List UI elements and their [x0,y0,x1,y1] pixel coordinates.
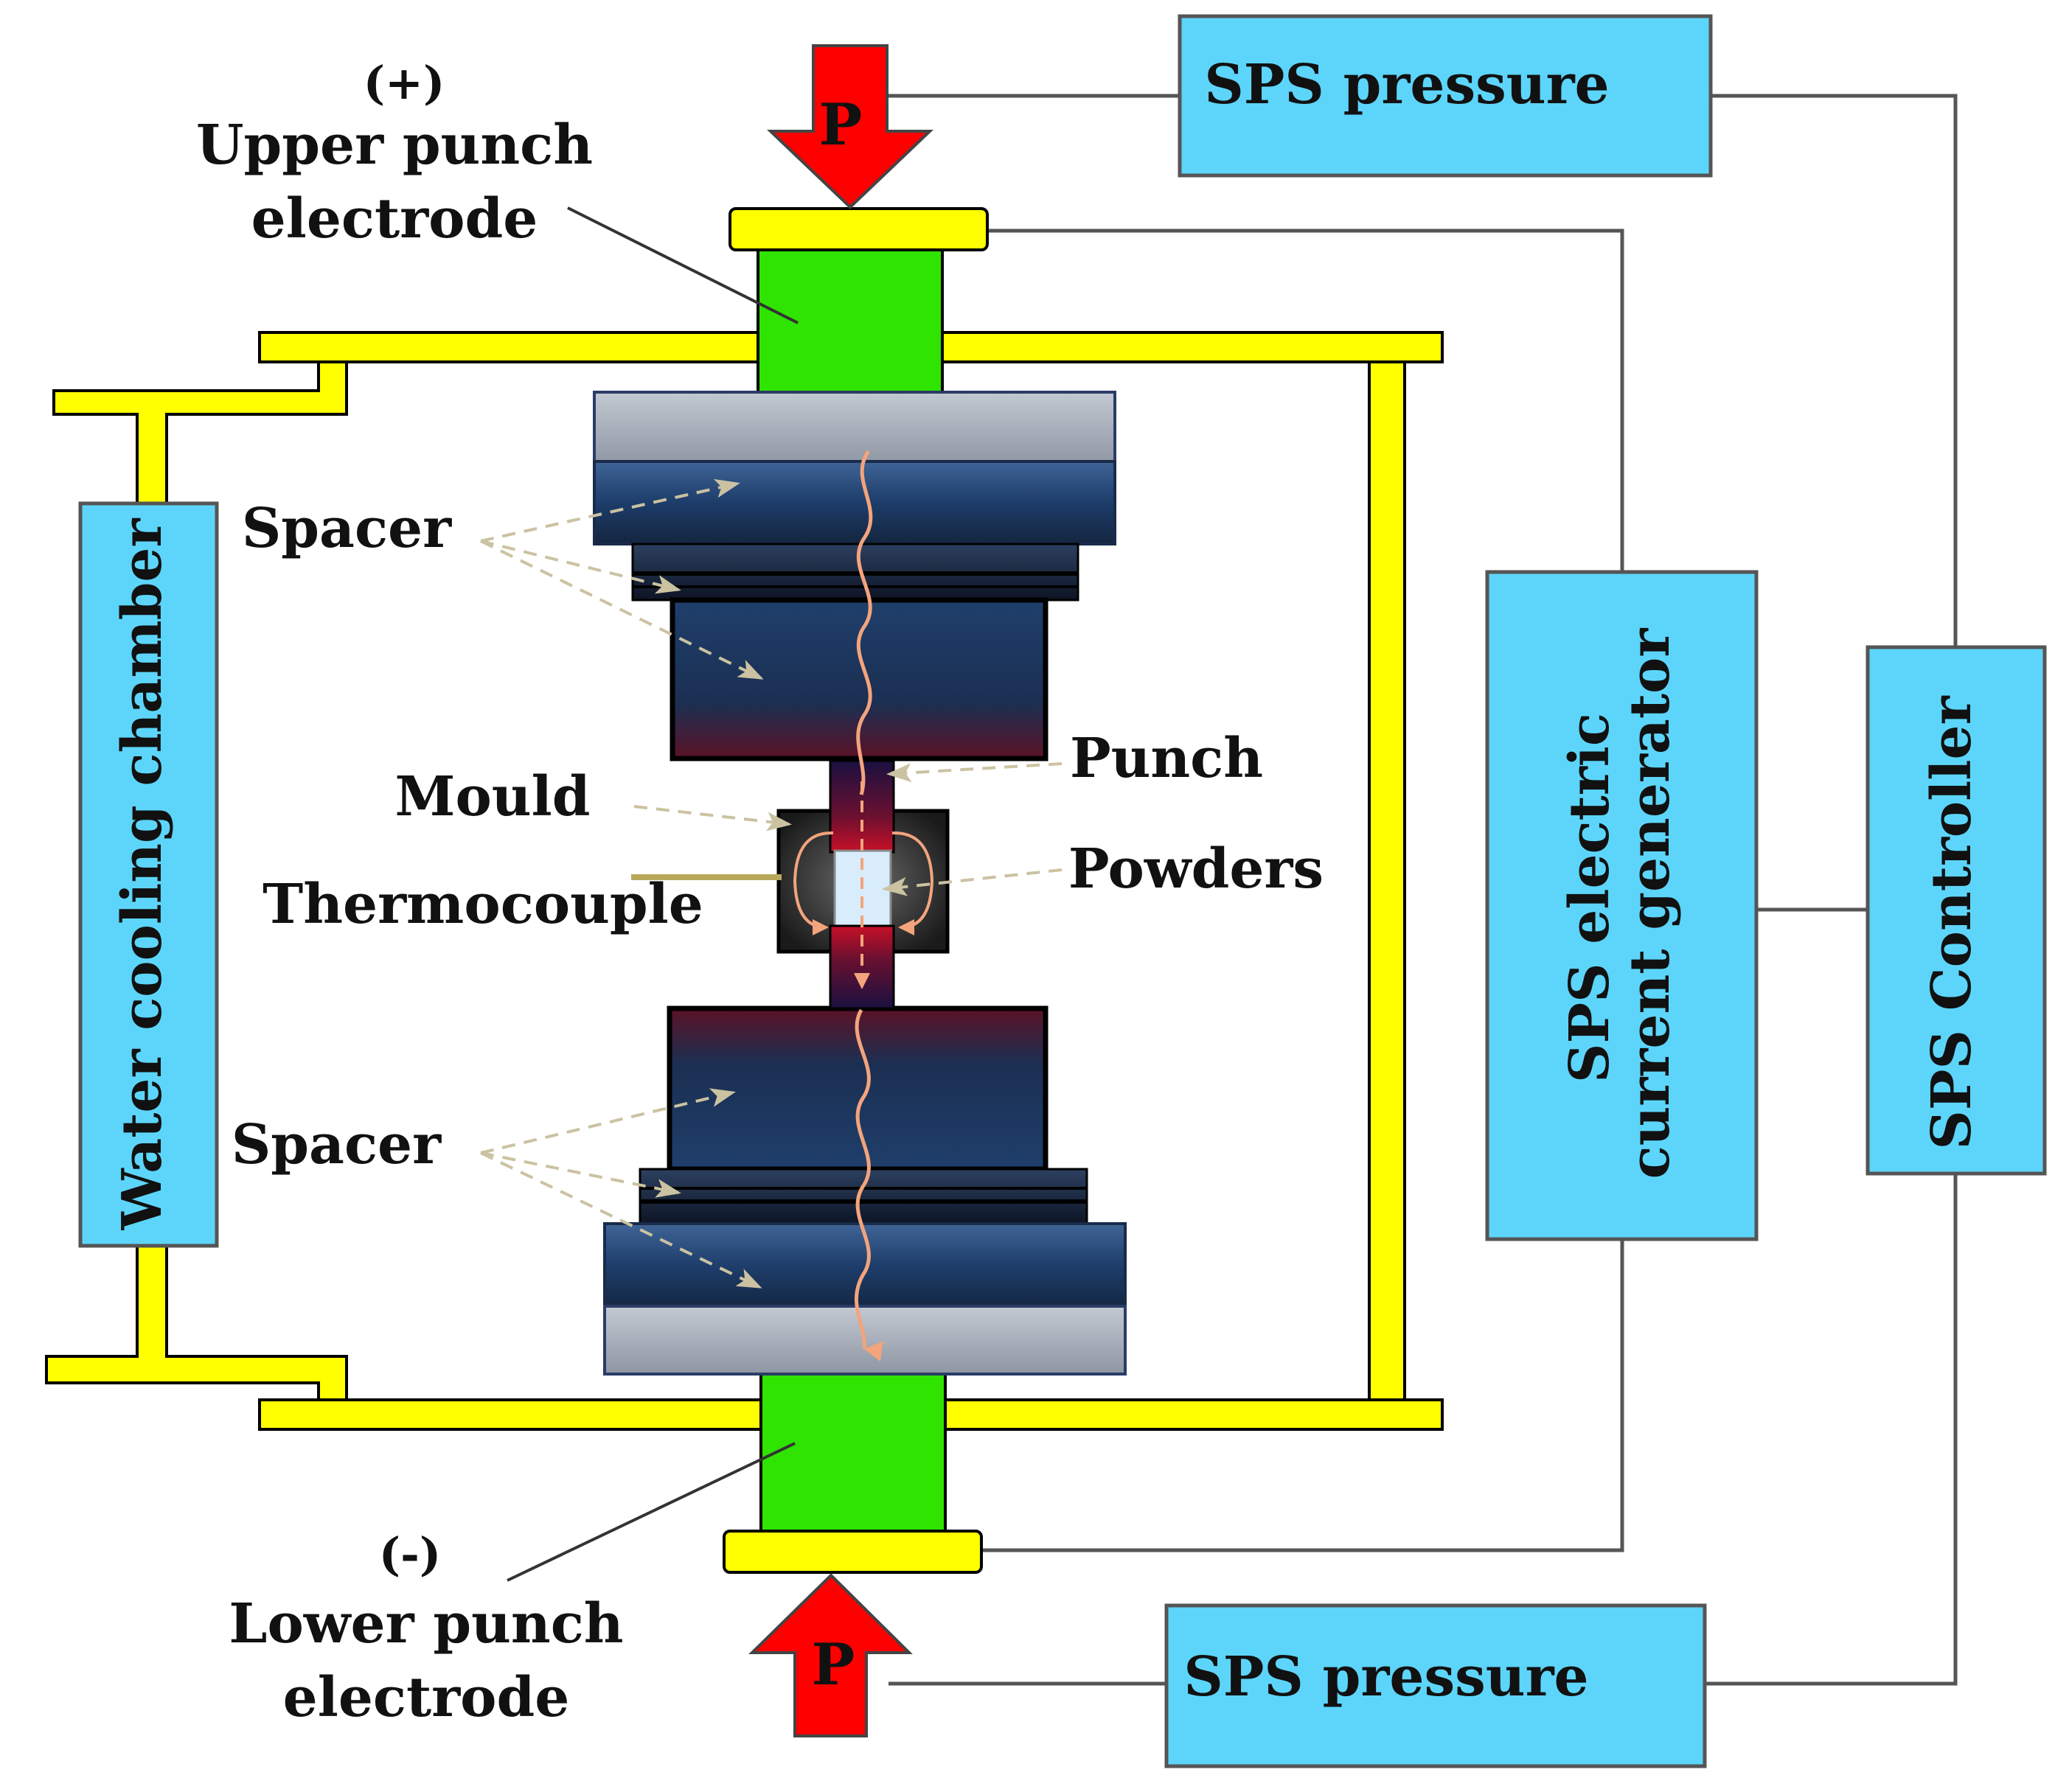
leader-spacer-up-3 [480,540,764,680]
annotations: (+) Upper punch electrode Spacer Spacer … [196,56,1324,1729]
sps-pressure-top-label: SPS pressure [1204,53,1609,116]
label-minus: (-) [379,1527,441,1581]
label-thermocouple: Thermocouple [262,873,703,936]
leader-mould [633,805,792,831]
pressure-arrow-up-icon: P [748,1573,913,1737]
controller-label: SPS Controller [1920,695,1983,1149]
upper-punch-electrode [729,207,989,396]
lower-electrode-cap [723,1530,983,1574]
current-wave-icon [854,450,883,1362]
sps-controller-box: SPS Controller [1865,645,2047,1176]
upper-spacer-large [593,460,1116,545]
wiring [889,94,1958,1686]
water-cooling-label: Water cooling chamber [111,518,174,1231]
pressure-symbol-top: P [819,91,863,158]
sps-pressure-bottom-box: SPS pressure [1164,1603,1707,1768]
leader-punch [886,762,1063,783]
frame-right-post [1368,360,1406,1401]
lower-spacer-thin [639,1168,1088,1227]
pressure-symbol-bottom: P [812,1631,855,1698]
upper-gray-plate [593,391,1116,467]
label-mould: Mould [395,765,591,829]
label-punch: Punch [1070,727,1263,790]
cooling-pipe-upper [52,360,348,505]
label-upper-punch-1: Upper punch [196,114,593,177]
upper-spacer-stack [593,391,1116,761]
sps-pressure-top-box: SPS pressure [1178,14,1713,178]
sps-current-generator-box: SPS electric current generator [1485,570,1759,1241]
leader-spacer-down-2 [480,1151,681,1198]
label-spacer-lower: Spacer [232,1113,442,1176]
label-plus: (+) [364,56,445,110]
label-spacer-upper: Spacer [242,497,452,560]
sps-pressure-bottom-label: SPS pressure [1183,1645,1588,1709]
current-generator-line2: current generator [1618,628,1682,1179]
label-powders: Powders [1068,837,1324,901]
leader-lower-electrode [507,1442,796,1582]
die-assembly [631,759,950,1010]
pressure-arrow-down-icon: P [767,44,933,209]
current-wave-lower [854,1008,883,1362]
water-cooling-chamber: Water cooling chamber [78,501,219,1248]
wire-top-pressure-to-controller [1711,94,1958,647]
wire-upper-electrode-to-generator [987,229,1624,572]
label-lower-punch-2: electrode [283,1666,570,1729]
upper-electrode-cap [729,207,989,251]
label-upper-punch-2: electrode [251,187,538,251]
wire-generator-to-lower-electrode [981,1239,1624,1552]
label-lower-punch-1: Lower punch [229,1592,623,1656]
lower-punch-electrode [723,1370,983,1574]
leader-upper-electrode [567,206,799,324]
leader-spacer-down-3 [480,1151,762,1289]
lower-electrode-body [759,1370,947,1535]
cooling-pipe-lower [45,1244,348,1401]
leader-lines [480,206,1063,1582]
lower-spacer-large [603,1222,1127,1312]
upper-electrode-body [757,245,944,396]
wire-controller-to-bottom-pressure [1705,1174,1958,1686]
current-generator-line1: SPS electric [1558,713,1621,1083]
current-wave-upper [856,450,873,795]
leader-spacer-up-2 [480,540,681,594]
leader-powders [882,868,1063,896]
